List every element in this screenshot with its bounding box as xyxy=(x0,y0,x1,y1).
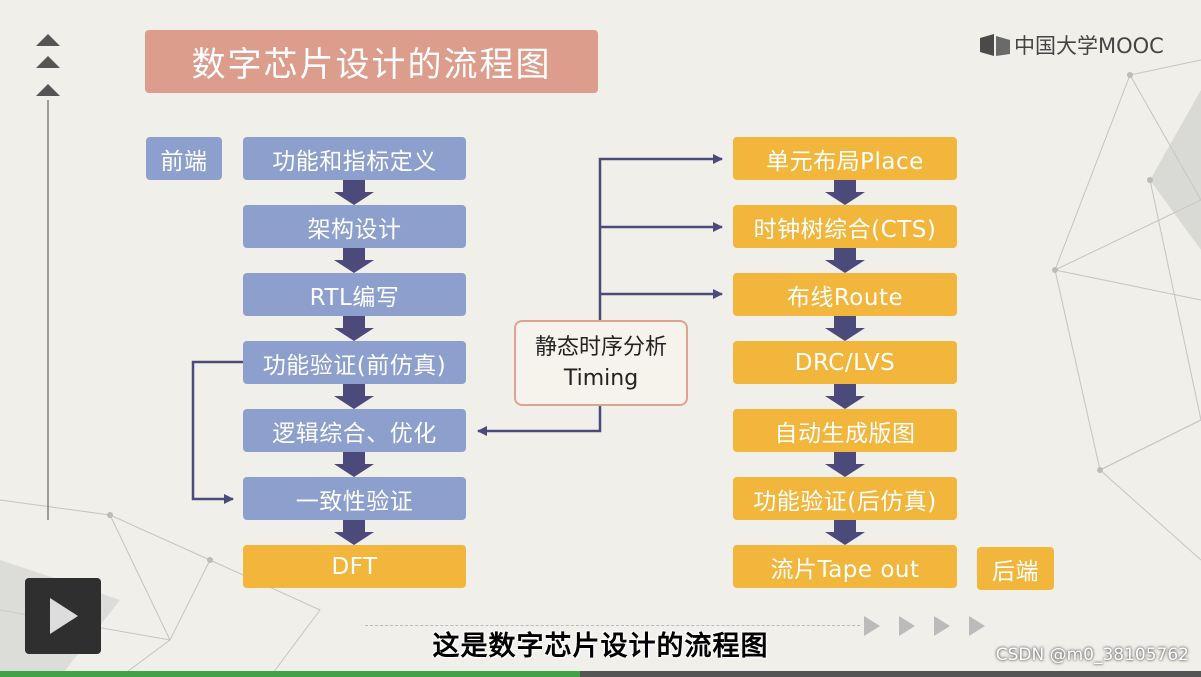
mooc-logo: 中国大学MOOC xyxy=(978,30,1164,60)
mooc-book-icon xyxy=(980,34,1010,56)
back-step-post-sim: 功能验证(后仿真) xyxy=(733,477,957,520)
back-step-tapeout: 流片Tape out xyxy=(733,545,957,588)
back-step-layout: 自动生成版图 xyxy=(733,409,957,452)
play-button[interactable] xyxy=(25,578,101,654)
timing-to-synthesis-connector xyxy=(477,406,602,436)
front-step-verification: 功能验证(前仿真) xyxy=(243,341,466,384)
front-step-dft: DFT xyxy=(243,545,466,588)
up-arrow-icon xyxy=(36,84,60,96)
up-arrow-icon xyxy=(36,34,60,46)
front-step-equivalence: 一致性验证 xyxy=(243,477,466,520)
down-arrow-icon xyxy=(334,520,374,545)
csdn-watermark: CSDN @m0_38105762 xyxy=(995,645,1189,665)
down-arrow-icon xyxy=(825,384,865,409)
video-progress-played[interactable] xyxy=(0,671,580,677)
backend-label: 后端 xyxy=(977,547,1054,590)
down-arrow-icon xyxy=(825,248,865,273)
down-arrow-icon xyxy=(334,384,374,409)
down-arrow-icon xyxy=(825,520,865,545)
timing-to-backend-connector xyxy=(598,154,723,320)
front-step-rtl: RTL编写 xyxy=(243,273,466,316)
progress-direction-arrows xyxy=(864,616,985,636)
bottom-guide-line xyxy=(365,625,860,626)
video-progress-remaining[interactable] xyxy=(580,671,1201,677)
timing-line-1: 静态时序分析 xyxy=(534,335,667,360)
front-step-spec: 功能和指标定义 xyxy=(243,137,466,180)
up-arrow-icon xyxy=(36,56,60,68)
frontend-label: 前端 xyxy=(146,137,222,180)
down-arrow-icon xyxy=(825,452,865,477)
back-step-cts: 时钟树综合(CTS) xyxy=(733,205,957,248)
back-step-drc-lvs: DRC/LVS xyxy=(733,341,957,384)
down-arrow-icon xyxy=(334,248,374,273)
down-arrow-icon xyxy=(334,180,374,205)
timing-line-2: Timing xyxy=(563,366,639,391)
down-arrow-icon xyxy=(334,452,374,477)
timing-analysis-box: 静态时序分析 Timing xyxy=(514,320,688,406)
back-step-place: 单元布局Place xyxy=(733,137,957,180)
video-subtitle: 这是数字芯片设计的流程图 xyxy=(432,631,769,662)
mooc-logo-text: 中国大学MOOC xyxy=(1014,34,1164,58)
slide-nav-arrows xyxy=(36,34,60,520)
front-step-architecture: 架构设计 xyxy=(243,205,466,248)
down-arrow-icon xyxy=(825,316,865,341)
loop-connector xyxy=(191,360,243,504)
play-icon xyxy=(50,598,78,634)
down-arrow-icon xyxy=(334,316,374,341)
slide-title: 数字芯片设计的流程图 xyxy=(145,30,598,93)
front-step-synthesis: 逻辑综合、优化 xyxy=(243,409,466,452)
back-step-route: 布线Route xyxy=(733,273,957,316)
down-arrow-icon xyxy=(825,180,865,205)
